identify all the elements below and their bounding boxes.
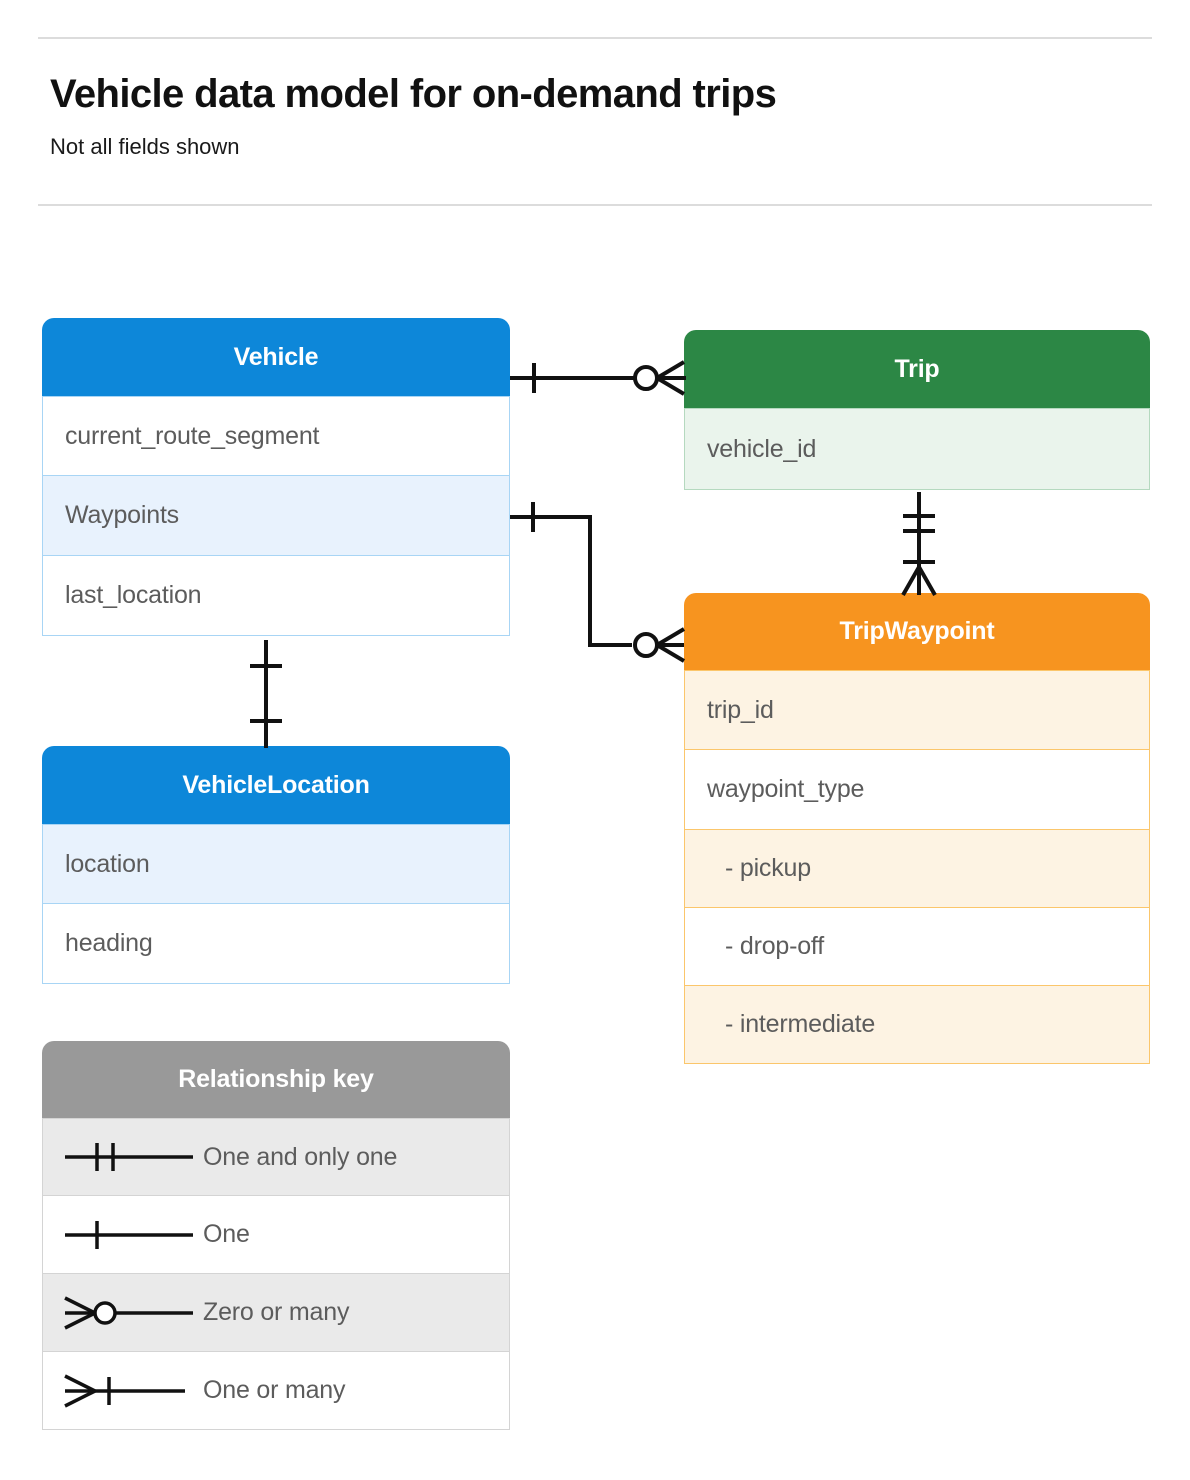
connector-vehicle-trip — [510, 360, 686, 396]
entity-vehiclelocation-fields: location heading — [42, 824, 510, 984]
field-trip-id[interactable]: trip_id — [684, 670, 1150, 750]
legend-label-zero-or-many: Zero or many — [203, 1298, 350, 1326]
entity-trip[interactable]: Trip vehicle_id — [684, 330, 1150, 490]
field-waypoint-type-pickup[interactable]: - pickup — [684, 830, 1150, 908]
legend-title: Relationship key — [42, 1041, 510, 1118]
legend-row-one-and-only-one: One and only one — [42, 1118, 510, 1196]
entity-trip-fields: vehicle_id — [684, 408, 1150, 490]
entity-tripwaypoint-title: TripWaypoint — [684, 593, 1150, 670]
field-current-route-segment[interactable]: current_route_segment — [42, 396, 510, 476]
field-last-location[interactable]: last_location — [42, 556, 510, 636]
connector-vehicle-vehiclelocation — [250, 640, 282, 748]
field-vehicle-id[interactable]: vehicle_id — [684, 408, 1150, 490]
entity-vehicle-title: Vehicle — [42, 318, 510, 396]
zero-or-many-icon — [43, 1274, 203, 1351]
page-title: Vehicle data model for on-demand trips — [50, 72, 777, 116]
header-divider-top — [38, 37, 1152, 39]
legend-row-one-or-many: One or many — [42, 1352, 510, 1430]
field-waypoint-type-intermediate[interactable]: - intermediate — [684, 986, 1150, 1064]
header-divider-bottom — [38, 204, 1152, 206]
field-heading[interactable]: heading — [42, 904, 510, 984]
entity-tripwaypoint[interactable]: TripWaypoint trip_id waypoint_type - pic… — [684, 593, 1150, 1064]
field-waypoint-type-dropoff[interactable]: - drop-off — [684, 908, 1150, 986]
entity-trip-title: Trip — [684, 330, 1150, 408]
entity-vehicle-fields: current_route_segment Waypoints last_loc… — [42, 396, 510, 636]
legend-label-one: One — [203, 1220, 250, 1248]
field-location[interactable]: location — [42, 824, 510, 904]
one-icon — [43, 1196, 203, 1273]
legend-row-one: One — [42, 1196, 510, 1274]
entity-vehiclelocation[interactable]: VehicleLocation location heading — [42, 746, 510, 984]
connector-trip-tripwaypoint — [901, 492, 937, 596]
entity-tripwaypoint-fields: trip_id waypoint_type - pickup - drop-of… — [684, 670, 1150, 1064]
legend-label-one-or-many: One or many — [203, 1376, 346, 1404]
entity-vehiclelocation-title: VehicleLocation — [42, 746, 510, 824]
field-waypoint-type[interactable]: waypoint_type — [684, 750, 1150, 830]
page-subtitle: Not all fields shown — [50, 134, 240, 159]
entity-vehicle[interactable]: Vehicle current_route_segment Waypoints … — [42, 318, 510, 636]
one-or-many-icon — [43, 1352, 203, 1429]
connector-waypoints-tripwaypoint — [510, 502, 686, 663]
field-waypoints[interactable]: Waypoints — [42, 476, 510, 556]
legend-row-zero-or-many: Zero or many — [42, 1274, 510, 1352]
legend-relationship-key: Relationship key One and only one One — [42, 1041, 510, 1430]
one-and-only-one-icon — [43, 1119, 203, 1195]
legend-label-one-and-only-one: One and only one — [203, 1142, 398, 1171]
